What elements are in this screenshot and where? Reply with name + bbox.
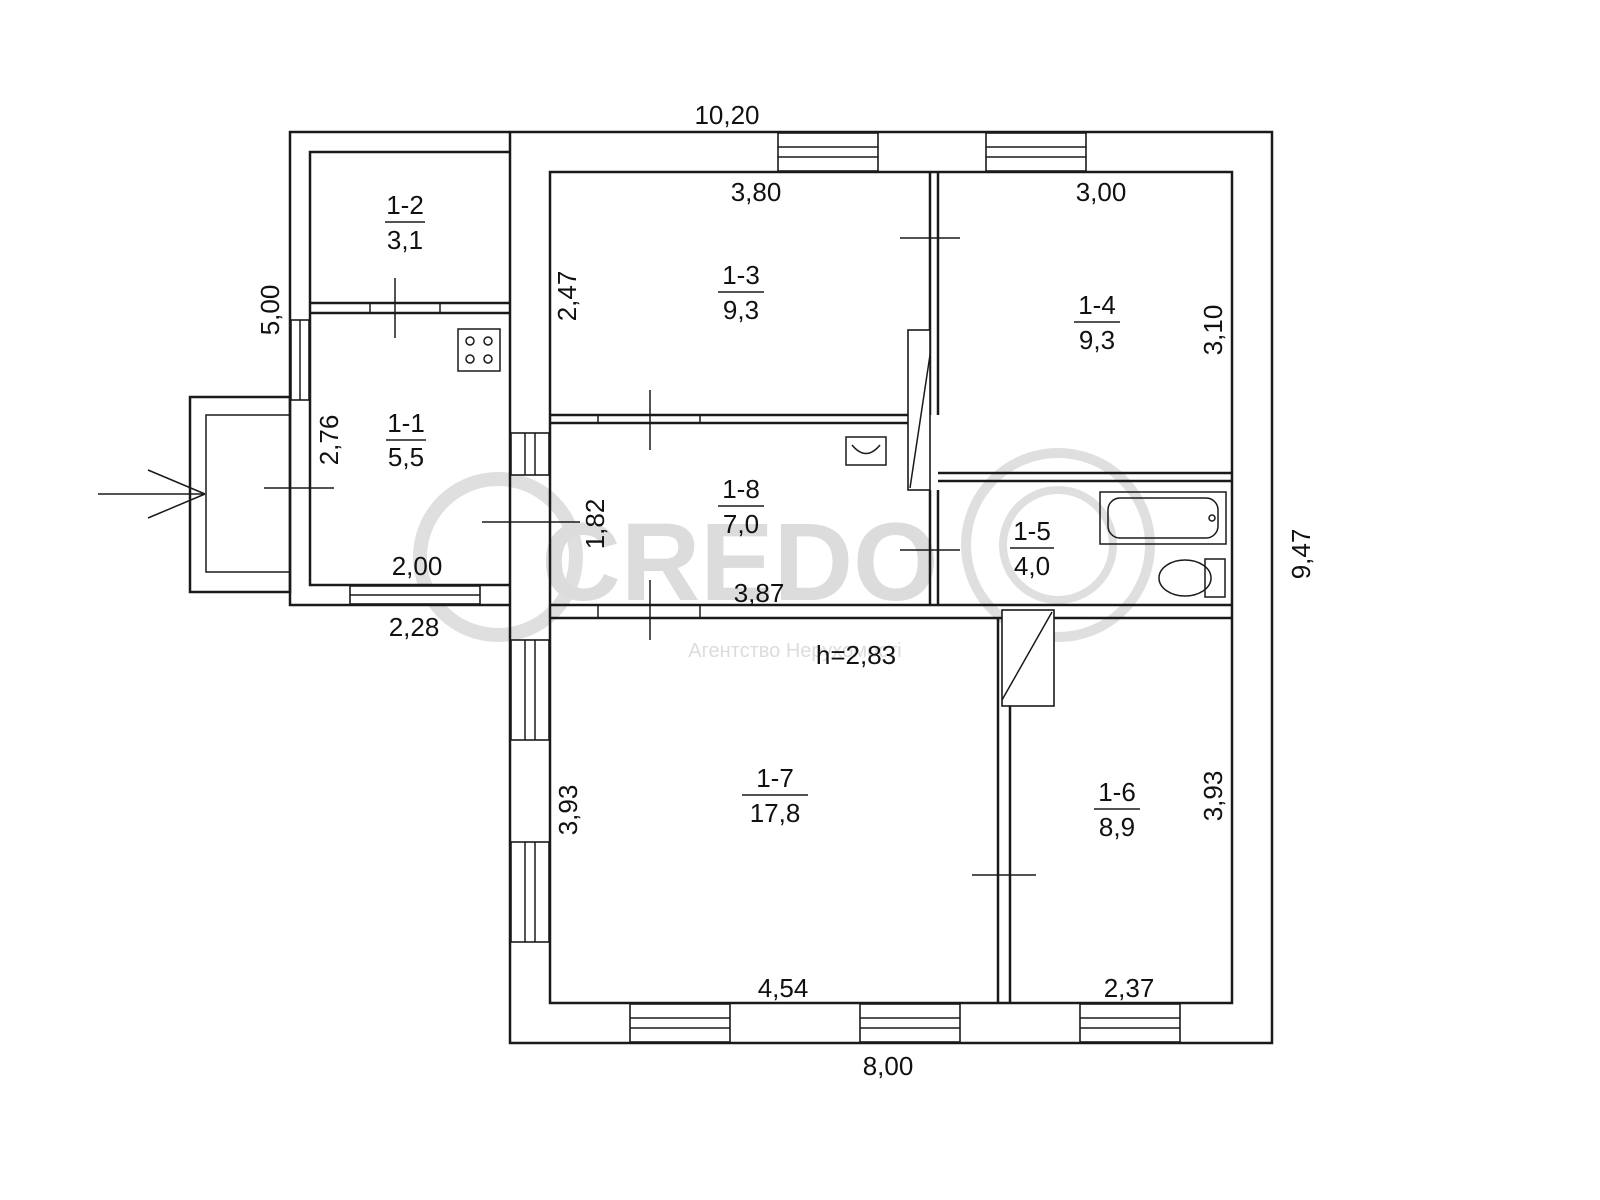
dim-r11-height: 2,76	[314, 415, 344, 466]
dimension-labels: 10,20 8,00 9,47 5,00 3,80 3,00 2,47 3,10…	[255, 100, 1316, 1081]
dim-overall-top: 10,20	[694, 100, 759, 130]
dim-overall-right: 9,47	[1286, 529, 1316, 580]
window-bottom-3	[1079, 1003, 1181, 1043]
watermark-brand: CREDO	[541, 501, 938, 624]
dim-annex-width: 2,28	[389, 612, 440, 642]
ceiling-height: h=2,83	[816, 640, 896, 670]
interior-partitions	[310, 172, 1232, 1003]
window-left-3	[510, 432, 550, 476]
window-top-1	[777, 132, 879, 172]
room-1-4-area: 9,3	[1079, 325, 1115, 355]
watermark-tagline: Агентство Нерухомості	[688, 640, 901, 662]
dim-r13-width: 3,80	[731, 177, 782, 207]
entrance-arrow-icon	[98, 469, 206, 519]
dim-r16-width: 2,37	[1104, 973, 1155, 1003]
room-1-7-id: 1-7	[756, 763, 794, 793]
dim-r14-height: 3,10	[1198, 305, 1228, 356]
sink-icon	[845, 436, 887, 466]
room-1-2-area: 3,1	[387, 225, 423, 255]
room-1-2: 1-2 3,1	[385, 190, 425, 255]
dim-r17-height: 3,93	[553, 785, 583, 836]
room-1-6: 1-6 8,9	[1094, 777, 1140, 842]
room-1-3-area: 9,3	[723, 295, 759, 325]
bathtub-icon	[1099, 491, 1227, 545]
room-1-1-area: 5,5	[388, 442, 424, 472]
room-1-2-id: 1-2	[386, 190, 424, 220]
window-left-2	[510, 841, 550, 943]
room-1-1: 1-1 5,5	[386, 408, 426, 472]
room-1-3: 1-3 9,3	[718, 260, 764, 325]
window-top-2	[985, 132, 1087, 172]
room-1-5-id: 1-5	[1013, 516, 1051, 546]
window-bottom-2	[859, 1003, 961, 1043]
room-1-7: 1-7 17,8	[742, 763, 808, 828]
window-left-1	[510, 639, 550, 741]
dim-r13-height: 2,47	[552, 271, 582, 322]
dim-r18-height: 1,82	[580, 499, 610, 550]
dim-r11-width: 2,00	[392, 551, 443, 581]
dim-r14-width: 3,00	[1076, 177, 1127, 207]
room-1-8-area: 7,0	[723, 509, 759, 539]
room-1-4-id: 1-4	[1078, 290, 1116, 320]
room-1-5-area: 4,0	[1014, 551, 1050, 581]
room-labels: 1-1 5,5 1-2 3,1 1-3 9,3 1-4 9,3 1-5 4,0 …	[385, 190, 1140, 842]
window-bottom-1	[629, 1003, 731, 1043]
room-1-3-id: 1-3	[722, 260, 760, 290]
room-1-8: 1-8 7,0	[718, 474, 764, 539]
watermark: CREDO Агентство Нерухомості	[413, 448, 1155, 662]
window-annex-bottom	[349, 585, 481, 605]
dim-left-annex: 5,00	[255, 285, 285, 336]
window-annex-left	[290, 319, 310, 401]
doors	[264, 237, 1055, 876]
stove-icon	[457, 328, 501, 372]
room-1-7-area: 17,8	[750, 798, 801, 828]
room-1-4: 1-4 9,3	[1074, 290, 1120, 355]
room-1-5: 1-5 4,0	[1010, 516, 1054, 581]
dim-overall-bottom: 8,00	[863, 1051, 914, 1081]
room-1-1-id: 1-1	[387, 408, 425, 438]
dim-r17-width: 4,54	[758, 973, 809, 1003]
room-1-6-id: 1-6	[1098, 777, 1136, 807]
room-1-8-id: 1-8	[722, 474, 760, 504]
toilet-icon	[1158, 558, 1226, 598]
windows	[290, 132, 1181, 1043]
dim-r18-width: 3,87	[734, 578, 785, 608]
dim-r16-height: 3,93	[1198, 771, 1228, 822]
room-1-6-area: 8,9	[1099, 812, 1135, 842]
fixtures	[457, 328, 1227, 598]
